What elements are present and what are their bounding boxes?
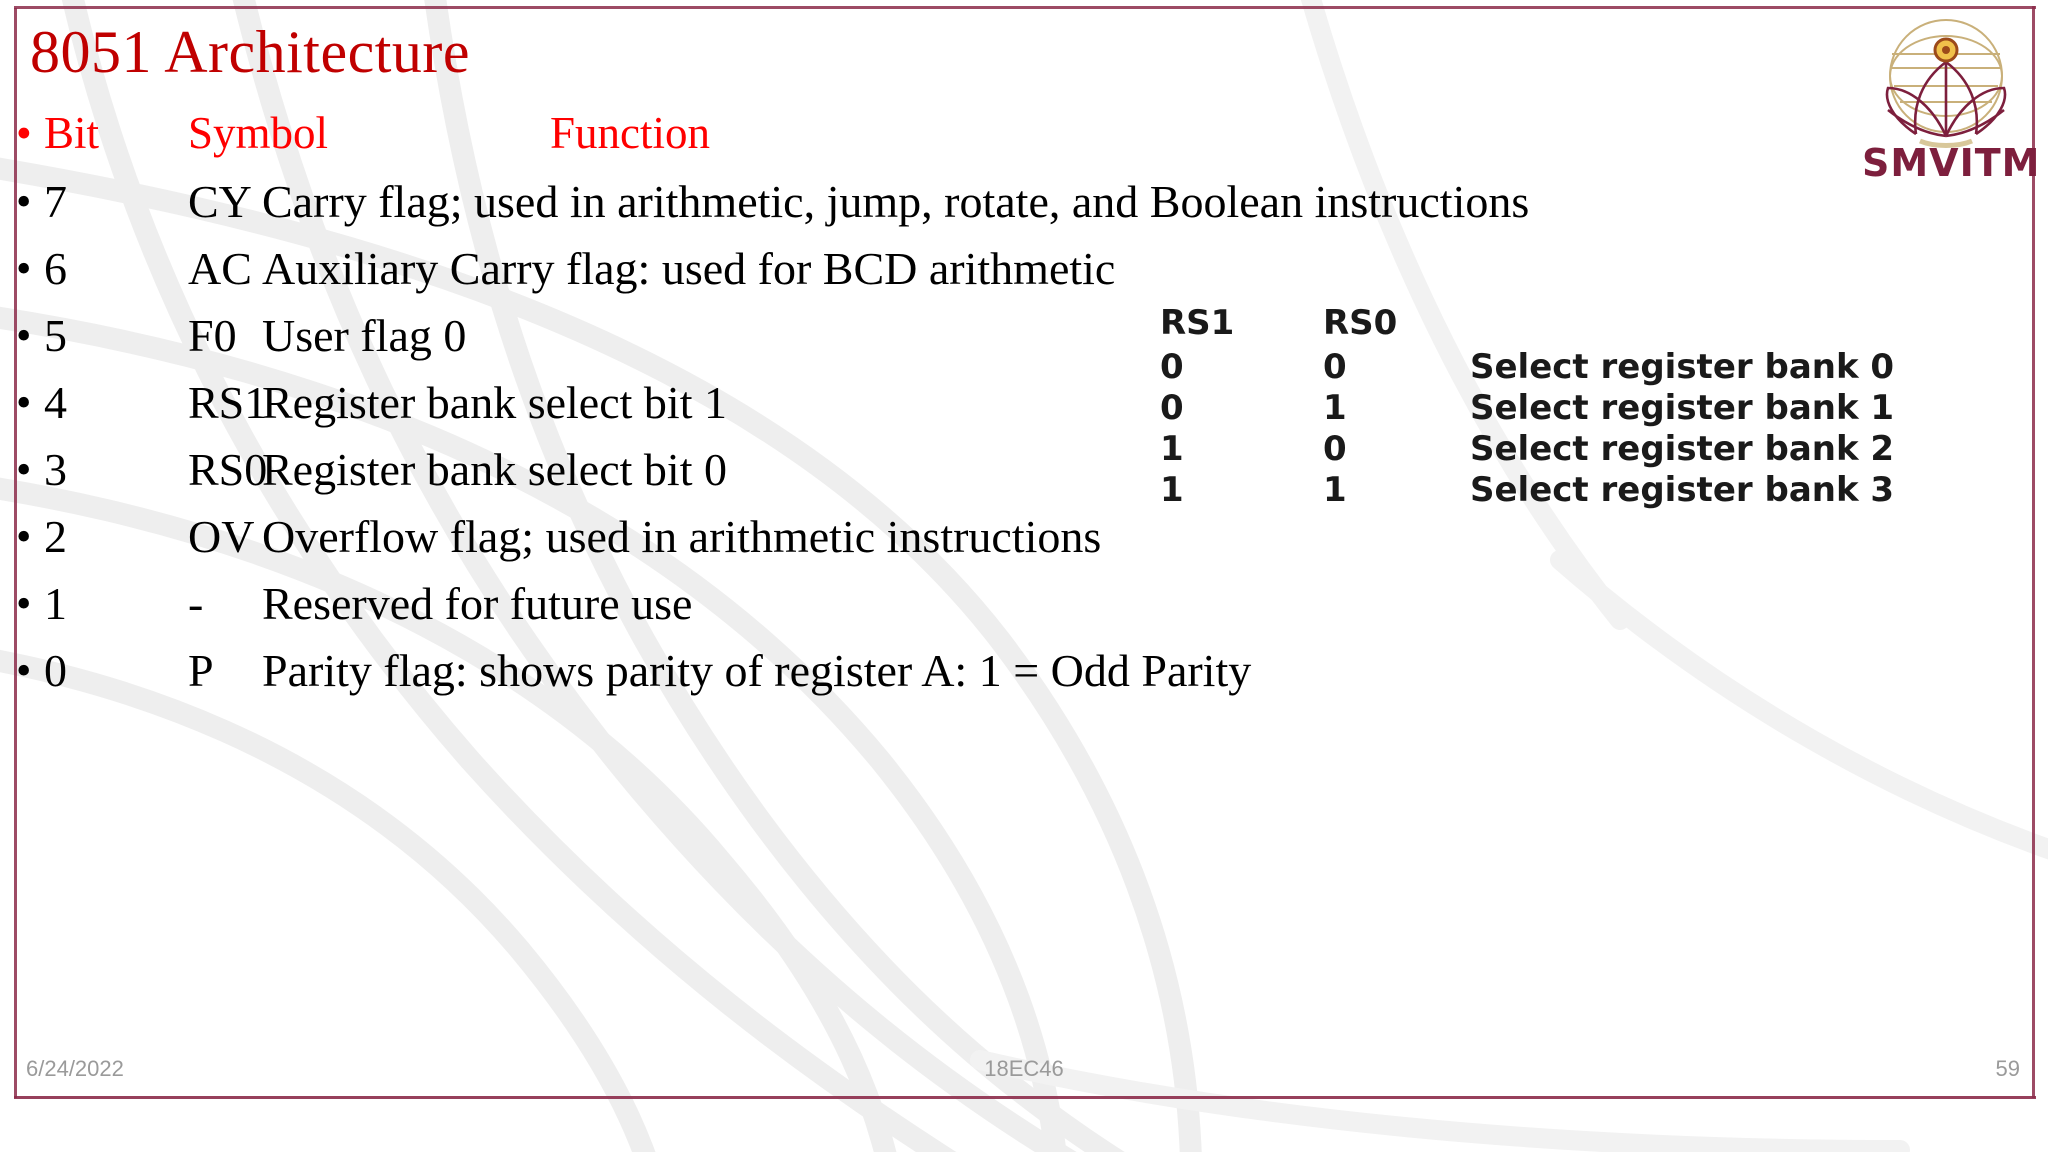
list-item: • 1 - Reserved for future use: [0, 570, 2048, 637]
cell-desc: Select register bank 0: [1470, 347, 1895, 387]
cell-rs0: 0: [1323, 347, 1347, 387]
bit-function: Register bank select bit 1: [262, 377, 727, 428]
table-row: 0 0 Select register bank 0: [1160, 347, 2040, 388]
bit-number: 0: [44, 645, 67, 696]
slide-frame-right: [2032, 6, 2035, 1098]
cell-desc: Select register bank 3: [1470, 470, 1895, 510]
bit-function: Parity flag: shows parity of register A:…: [262, 645, 1252, 696]
lotus-globe-icon: [1885, 19, 2007, 148]
footer-page-number: 59: [1995, 1056, 2020, 1081]
cell-rs1: 0: [1160, 347, 1184, 387]
list-header-row: • Bit Symbol Function: [0, 98, 2048, 168]
bullet-icon: •: [16, 378, 32, 427]
bit-symbol: RS0: [188, 444, 268, 495]
table-row: 0 1 Select register bank 1: [1160, 388, 2040, 429]
list-item: • 0 P Parity flag: shows parity of regis…: [0, 637, 2048, 704]
bit-function: Reserved for future use: [262, 578, 693, 629]
psw-bit-list: • Bit Symbol Function • 7 CY Carry flag;…: [0, 98, 2048, 704]
bit-symbol: -: [188, 578, 204, 629]
bit-function: Auxiliary Carry flag: used for BCD arith…: [262, 243, 1116, 294]
list-item: • 2 OV Overflow flag; used in arithmetic…: [0, 503, 2048, 570]
bit-number: 5: [44, 310, 67, 361]
column-header-symbol: Symbol: [188, 108, 329, 158]
bit-symbol: CY: [188, 176, 252, 227]
bit-symbol: RS1: [188, 377, 268, 428]
list-item: • 3 RS0 Register bank select bit 0: [0, 436, 2048, 503]
bit-number: 7: [44, 176, 67, 227]
bit-function: Carry flag; used in arithmetic, jump, ro…: [262, 176, 1530, 227]
bit-number: 2: [44, 511, 67, 562]
slide-frame-left: [14, 8, 17, 1098]
bit-number: 4: [44, 377, 67, 428]
bit-symbol: F0: [188, 310, 237, 361]
table-row: 1 1 Select register bank 3: [1160, 470, 2040, 511]
bit-symbol: OV: [188, 511, 255, 562]
bit-symbol: P: [188, 645, 214, 696]
smvitm-logo: SMVITM: [1862, 14, 2041, 189]
bit-number: 6: [44, 243, 67, 294]
column-header-rs1: RS1: [1160, 303, 1235, 343]
bullet-icon: •: [16, 177, 32, 226]
cell-desc: Select register bank 2: [1470, 429, 1895, 469]
bullet-icon: •: [16, 646, 32, 695]
register-bank-select-table: RS1 RS0 0 0 Select register bank 0 0 1 S…: [1160, 300, 2040, 510]
bullet-icon: •: [16, 108, 32, 158]
bullet-icon: •: [16, 311, 32, 360]
bit-symbol: AC: [188, 243, 252, 294]
column-header-bit: Bit: [44, 108, 100, 158]
list-item: • 7 CY Carry flag; used in arithmetic, j…: [0, 168, 2048, 235]
column-header-function: Function: [550, 108, 711, 158]
cell-rs1: 1: [1160, 429, 1184, 469]
slide-frame-top: [14, 6, 2036, 9]
slide-frame-bottom: [14, 1096, 2036, 1099]
bit-number: 1: [44, 578, 67, 629]
bit-function: User flag 0: [262, 310, 467, 361]
bit-number: 3: [44, 444, 67, 495]
bullet-icon: •: [16, 244, 32, 293]
table-header-row: RS1 RS0: [1160, 300, 2040, 347]
bullet-icon: •: [16, 512, 32, 561]
bit-function: Register bank select bit 0: [262, 444, 727, 495]
footer-course-code: 18EC46: [984, 1056, 1064, 1081]
table-row: 1 0 Select register bank 2: [1160, 429, 2040, 470]
logo-wordmark: SMVITM: [1862, 141, 2041, 185]
cell-rs0: 0: [1323, 429, 1347, 469]
list-item: • 5 F0 User flag 0: [0, 302, 2048, 369]
cell-rs1: 1: [1160, 470, 1184, 510]
cell-desc: Select register bank 1: [1470, 388, 1895, 428]
cell-rs0: 1: [1323, 470, 1347, 510]
list-item: • 6 AC Auxiliary Carry flag: used for BC…: [0, 235, 2048, 302]
footer-date: 6/24/2022: [26, 1056, 124, 1081]
column-header-rs0: RS0: [1323, 303, 1398, 343]
bit-function: Overflow flag; used in arithmetic instru…: [262, 511, 1102, 562]
bullet-icon: •: [16, 579, 32, 628]
list-item: • 4 RS1 Register bank select bit 1: [0, 369, 2048, 436]
page-title: 8051 Architecture: [30, 19, 471, 85]
cell-rs1: 0: [1160, 388, 1184, 428]
cell-rs0: 1: [1323, 388, 1347, 428]
bullet-icon: •: [16, 445, 32, 494]
